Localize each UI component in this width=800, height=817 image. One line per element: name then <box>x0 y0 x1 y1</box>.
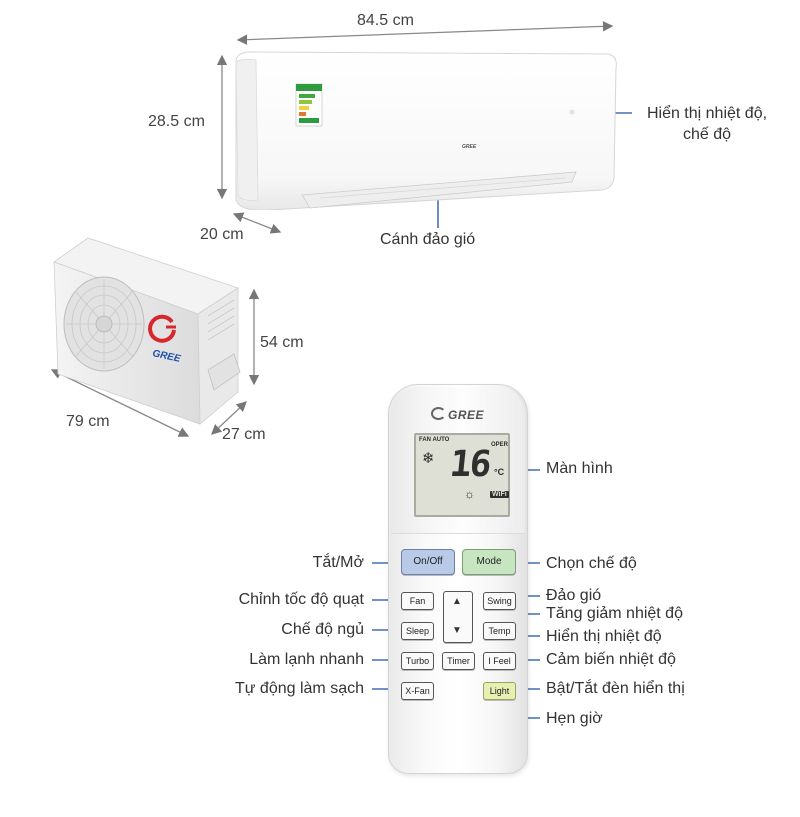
onoff-button[interactable]: On/Off <box>401 549 455 575</box>
label-mode: Chọn chế độ <box>546 555 637 572</box>
light-icon: ☼ <box>464 487 475 501</box>
label-temp-updown: Tăng giảm nhiệt độ <box>546 605 683 622</box>
outdoor-unit: GREE <box>53 237 241 425</box>
lcd-unit: °C <box>494 467 505 477</box>
xfan-button[interactable]: X-Fan <box>401 682 434 700</box>
temp-button[interactable]: Temp <box>483 622 516 640</box>
display-sensor <box>569 109 575 115</box>
label-sleep: Chế độ ngủ <box>281 621 364 638</box>
label-xfan: Tự động làm sạch <box>235 680 364 697</box>
label-louver: Cánh đảo gió <box>380 231 476 248</box>
lcd-fan-text: FAN AUTO <box>419 437 450 443</box>
energy-label-sticker <box>295 83 323 127</box>
svg-text:GREE: GREE <box>462 144 477 150</box>
indoor-unit: GREE <box>235 51 617 210</box>
label-turbo: Làm lạnh nhanh <box>249 651 364 668</box>
ifeel-button[interactable]: I Feel <box>483 652 516 670</box>
timer-button[interactable]: Timer <box>442 652 475 670</box>
outdoor-depth-label: 27 cm <box>222 426 266 443</box>
indoor-height-label: 28.5 cm <box>148 113 205 130</box>
indoor-width-label: 84.5 cm <box>357 12 414 29</box>
label-swing: Đảo gió <box>546 587 602 604</box>
valve-cover <box>207 353 241 391</box>
outdoor-height-label: 54 cm <box>260 334 304 351</box>
lcd-screen: FAN AUTO OPER ❄ 16 °C ☼ WiFi <box>414 433 510 517</box>
arrow-up-icon: ▲ <box>452 596 462 607</box>
label-ifeel: Cảm biến nhiệt độ <box>546 651 676 668</box>
mode-button[interactable]: Mode <box>462 549 516 575</box>
label-display: Hiển thị nhiệt độ, chế độ <box>646 105 768 143</box>
gree-logo-icon <box>431 407 446 420</box>
temp-updown-button[interactable]: ▲ ▼ <box>443 591 473 643</box>
lcd-oper-text: OPER <box>491 442 509 448</box>
remote-head: GREE FAN AUTO OPER ❄ 16 °C ☼ WiFi <box>391 387 525 534</box>
label-timer: Hẹn giờ <box>546 710 603 727</box>
remote-control: GREE FAN AUTO OPER ❄ 16 °C ☼ WiFi On/Off… <box>388 384 528 774</box>
label-fan-speed: Chỉnh tốc độ quạt <box>238 591 364 608</box>
label-temp-display: Hiển thị nhiệt độ <box>546 628 662 645</box>
fan-button[interactable]: Fan <box>401 592 434 610</box>
turbo-button[interactable]: Turbo <box>401 652 434 670</box>
swing-button[interactable]: Swing <box>483 592 516 610</box>
light-button[interactable]: Light <box>483 682 516 700</box>
sleep-button[interactable]: Sleep <box>401 622 434 640</box>
indoor-depth-label: 20 cm <box>200 226 244 243</box>
outdoor-width-label: 79 cm <box>66 413 110 430</box>
lcd-wifi: WiFi <box>490 491 509 498</box>
snowflake-icon: ❄ <box>422 450 435 467</box>
label-screen: Màn hình <box>546 460 613 477</box>
remote-logo: GREE <box>431 407 484 422</box>
arrow-down-icon: ▼ <box>452 625 462 636</box>
label-light: Bật/Tắt đèn hiển thị <box>546 680 685 697</box>
label-onoff: Tắt/Mở <box>312 554 364 571</box>
lcd-temperature: 16 <box>447 444 492 485</box>
